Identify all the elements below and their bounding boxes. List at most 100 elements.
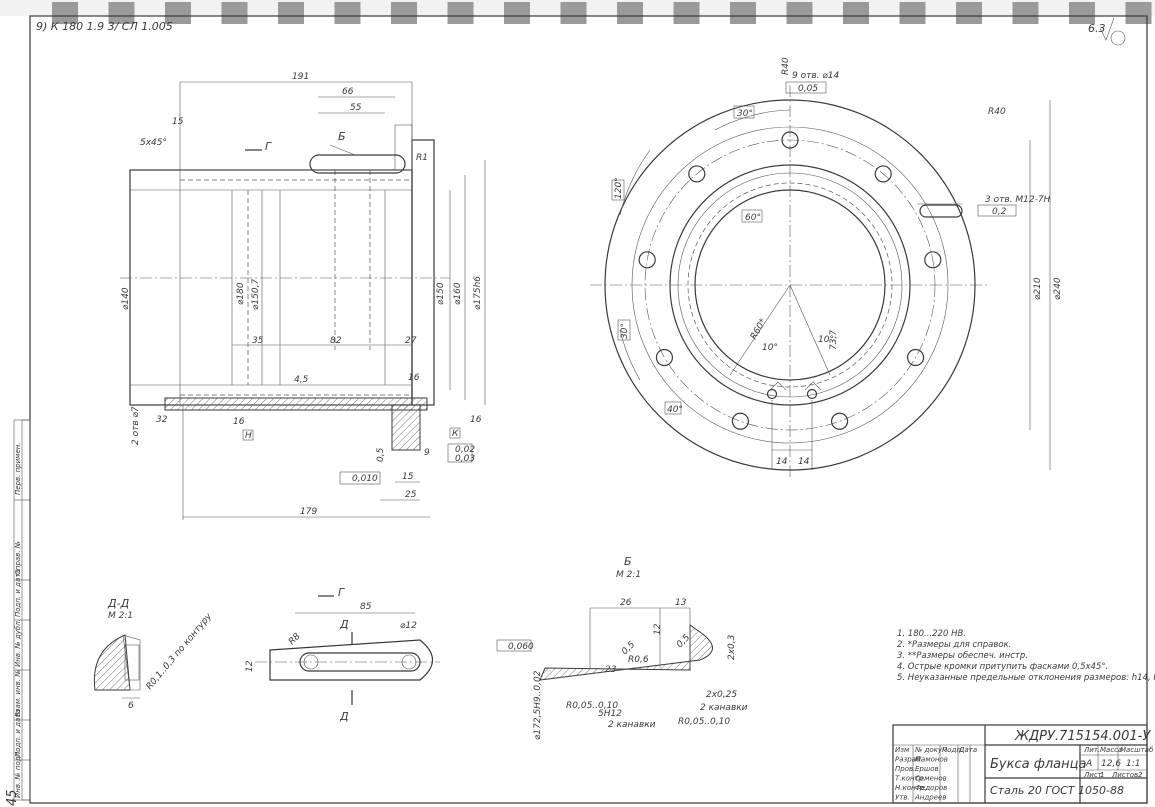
tb-role: Изм <box>895 746 910 754</box>
svg-text:Лит.: Лит. <box>1083 746 1100 754</box>
binder-hole <box>221 2 248 24</box>
tb-role: Пров. <box>895 765 915 773</box>
svg-text:32: 32 <box>156 415 168 425</box>
svg-text:5. Неуказанные предельные откл: 5. Неуказанные предельные отклонения раз… <box>897 673 1155 683</box>
binder-hole <box>730 2 756 24</box>
bolt-hole <box>924 251 942 269</box>
svg-text:3. **Размеры обеспеч. инстр.: 3. **Размеры обеспеч. инстр. <box>897 651 1028 661</box>
binder-hole <box>899 2 926 24</box>
svg-text:14: 14 <box>776 457 788 467</box>
svg-text:2 канавки: 2 канавки <box>608 720 656 730</box>
svg-text:60°: 60° <box>745 213 761 223</box>
page-number: 45 <box>5 789 20 806</box>
binder-hole <box>1125 2 1152 24</box>
bolt-hole <box>655 348 674 367</box>
svg-text:6: 6 <box>128 701 134 711</box>
svg-text:13: 13 <box>675 598 687 608</box>
svg-text:2x0,3: 2x0,3 <box>727 634 737 660</box>
drawing-code: ЖДРУ.715154.001-У СБ <box>1014 729 1155 744</box>
svg-text:66: 66 <box>342 87 354 97</box>
svg-text:3 отв. М12-7Н: 3 отв. М12-7Н <box>985 195 1051 205</box>
svg-text:0,060: 0,060 <box>508 642 534 652</box>
tb-sig: Подп. <box>942 746 963 754</box>
svg-text:0,03: 0,03 <box>455 454 475 464</box>
binder-hole <box>447 2 474 24</box>
binder-hole <box>165 2 191 24</box>
view-g: Г 85 ⌀12 12 R8 Д Д <box>245 586 440 723</box>
svg-text:1: 1 <box>1100 771 1104 779</box>
bolt-hole <box>638 251 656 269</box>
svg-text:14: 14 <box>798 457 810 467</box>
svg-text:4. Острые кромки притупить фас: 4. Острые кромки притупить фасками 0,5х4… <box>897 662 1108 672</box>
flange-view: 9 отв. ⌀14 0,05 R40 R40 3 отв. М12-7Н 0,… <box>590 57 1063 480</box>
binder-hole <box>956 2 982 24</box>
tb-person: Федоров <box>915 784 947 792</box>
svg-text:30°: 30° <box>620 323 630 339</box>
svg-text:5H12: 5H12 <box>598 709 622 719</box>
svg-text:55: 55 <box>350 103 362 113</box>
svg-text:12,6: 12,6 <box>1101 759 1121 769</box>
bolt-hole <box>830 412 849 430</box>
svg-text:9: 9 <box>424 448 430 458</box>
binder-strip <box>0 0 1155 24</box>
svg-text:5x45°: 5x45° <box>140 138 167 148</box>
svg-text:4,5: 4,5 <box>294 375 309 385</box>
tb-role: Утв. <box>895 794 910 802</box>
tb-date: Дата <box>958 746 977 754</box>
svg-text:⌀160: ⌀160 <box>453 282 463 305</box>
svg-text:2. *Размеры для справок.: 2. *Размеры для справок. <box>897 640 1011 650</box>
svg-text:⌀180: ⌀180 <box>236 282 246 305</box>
svg-text:М 2:1: М 2:1 <box>108 611 133 621</box>
svg-text:⌀210: ⌀210 <box>1033 277 1043 300</box>
drawing-frame <box>29 15 1148 804</box>
svg-text:Инв. № подл.: Инв. № подл. <box>14 750 22 798</box>
svg-text:30°: 30° <box>737 109 753 119</box>
tb-role: Н.контр. <box>895 784 926 792</box>
svg-text:1:1: 1:1 <box>1126 759 1140 769</box>
svg-text:R1: R1 <box>416 153 428 163</box>
svg-text:179: 179 <box>300 507 317 517</box>
svg-text:⌀175h6: ⌀175h6 <box>473 276 483 310</box>
svg-text:35: 35 <box>252 336 264 346</box>
svg-text:Г: Г <box>338 586 345 599</box>
svg-text:10°: 10° <box>818 335 834 345</box>
svg-text:23: 23 <box>605 665 617 675</box>
svg-text:⌀150: ⌀150 <box>436 282 446 305</box>
svg-text:2: 2 <box>1138 771 1143 779</box>
svg-text:R8: R8 <box>287 631 303 647</box>
svg-text:12: 12 <box>245 660 255 672</box>
svg-text:⌀172,5H9..0,02: ⌀172,5H9..0,02 <box>533 670 543 740</box>
svg-text:10°: 10° <box>762 343 778 353</box>
svg-text:⌀150,7: ⌀150,7 <box>251 279 261 310</box>
svg-text:Б: Б <box>338 130 346 143</box>
side-view: 191 66 55 15 5x45° Г Б R1 ⌀140 ⌀180 ⌀150… <box>120 72 486 520</box>
svg-text:⌀12: ⌀12 <box>400 621 417 631</box>
binder-hole <box>334 2 361 24</box>
svg-text:М 2:1: М 2:1 <box>616 570 641 580</box>
svg-text:Д: Д <box>339 618 349 631</box>
svg-text:Инв. № дубл.: Инв. № дубл. <box>14 619 22 667</box>
svg-text:0,05: 0,05 <box>798 84 818 94</box>
tb-role: Т.контр. <box>895 775 925 783</box>
svg-text:85: 85 <box>360 602 372 612</box>
svg-text:R0,6: R0,6 <box>628 655 649 665</box>
bolt-hole <box>688 165 706 183</box>
sheet-marks: 6.3 <box>1088 22 1106 35</box>
svg-text:40°: 40° <box>667 405 683 415</box>
binder-hole <box>786 2 813 24</box>
svg-text:R40: R40 <box>988 107 1006 117</box>
svg-text:12: 12 <box>653 623 663 635</box>
svg-text:9 отв. ⌀14: 9 отв. ⌀14 <box>792 71 840 81</box>
svg-text:⌀140: ⌀140 <box>121 287 131 310</box>
svg-text:Перв. примен.: Перв. примен. <box>14 442 22 495</box>
svg-text:R40: R40 <box>781 57 791 75</box>
part-name: Букса фланца <box>990 757 1086 772</box>
detail-b: Б М 2:1 26 13 0,5 0,5 R0,6 2x0,3 23 12 2… <box>496 555 748 740</box>
bolt-hole <box>731 412 750 430</box>
binder-hole <box>1069 2 1095 24</box>
svg-text:0,02: 0,02 <box>455 445 475 455</box>
tb-person: Семенов <box>915 775 947 783</box>
svg-text:16: 16 <box>470 415 482 425</box>
svg-text:120°: 120° <box>614 177 624 199</box>
